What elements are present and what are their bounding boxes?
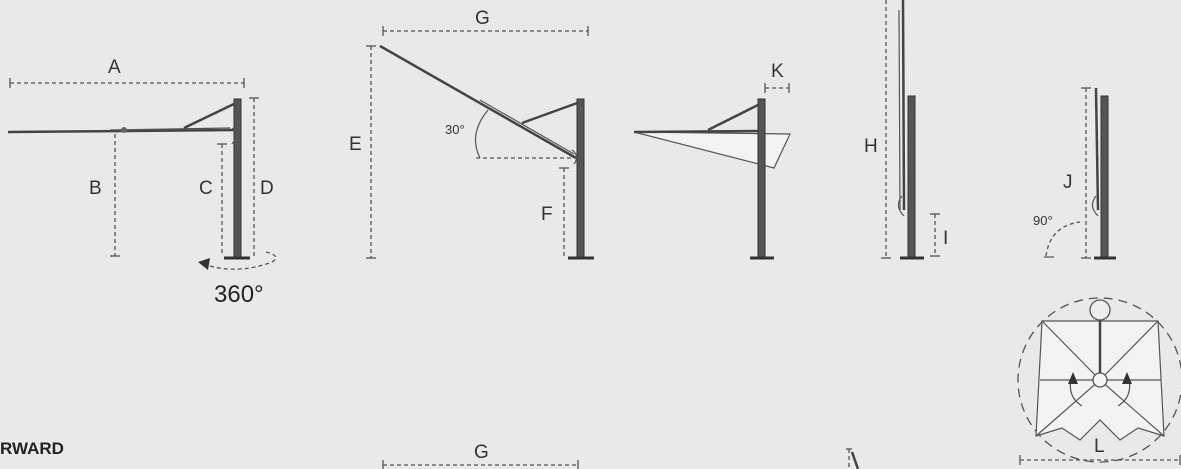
crank-handle [571, 149, 578, 165]
label-a: A [108, 57, 121, 78]
label-90: 90° [1033, 213, 1053, 228]
bottom-row: RWARD G [0, 439, 860, 469]
label-30: 30° [445, 122, 465, 137]
tilted-rib [479, 99, 575, 155]
closed-canopy-edge [898, 9, 901, 211]
pole [576, 98, 585, 258]
crank-handle [231, 127, 237, 145]
label-f: F [541, 204, 553, 225]
section-heading: RWARD [0, 439, 64, 458]
support-strut [707, 101, 763, 132]
pole-top [1089, 299, 1111, 321]
tilted-strut [521, 100, 581, 125]
rotation-circle [1017, 297, 1181, 463]
support-strut [183, 100, 239, 130]
figure-canopy-view: K [633, 61, 791, 260]
arrow-up-icon [1122, 372, 1132, 384]
hinge [121, 127, 127, 133]
label-360: 360° [214, 281, 264, 308]
label-g-bottom: G [474, 442, 489, 463]
crank-handle [897, 195, 905, 217]
figure-side-view: A B C D 360° [7, 57, 277, 308]
label-b: B [89, 178, 102, 199]
hub [1092, 372, 1108, 388]
label-l: L [1094, 436, 1105, 457]
pole [1100, 95, 1109, 258]
label-k: K [771, 61, 784, 82]
label-e: E [349, 134, 362, 155]
label-i: I [943, 228, 948, 249]
figure-tilt-view: G E 30° F [349, 8, 594, 260]
label-c: C [199, 178, 213, 199]
label-d: D [260, 178, 274, 199]
angle-arc [474, 109, 489, 159]
rib [1099, 379, 1165, 437]
crank-handle [1091, 195, 1099, 217]
arrow-up-icon [1068, 372, 1078, 384]
rib [1035, 379, 1101, 437]
closed-canopy [901, 0, 906, 211]
label-g: G [475, 8, 490, 29]
rotation-arrow-icon [198, 258, 210, 270]
figure-top-view: L [1017, 297, 1181, 465]
folded-canopy [1094, 87, 1100, 211]
rotation-arc [209, 251, 277, 270]
figure-folded-view: J 90° [1033, 87, 1116, 260]
rib [1041, 320, 1101, 381]
rib [1099, 320, 1159, 381]
label-j: J [1063, 172, 1073, 193]
canopy-arm [633, 129, 761, 134]
label-h: H [864, 136, 878, 157]
canopy-fabric [633, 131, 791, 169]
tilted-canopy-arm [379, 44, 577, 160]
partial-arm [850, 451, 860, 469]
pole [233, 98, 242, 258]
pole [907, 95, 916, 258]
figure-closed-view: H I [864, 0, 948, 260]
canopy-rib [109, 127, 231, 131]
pole [757, 98, 766, 258]
